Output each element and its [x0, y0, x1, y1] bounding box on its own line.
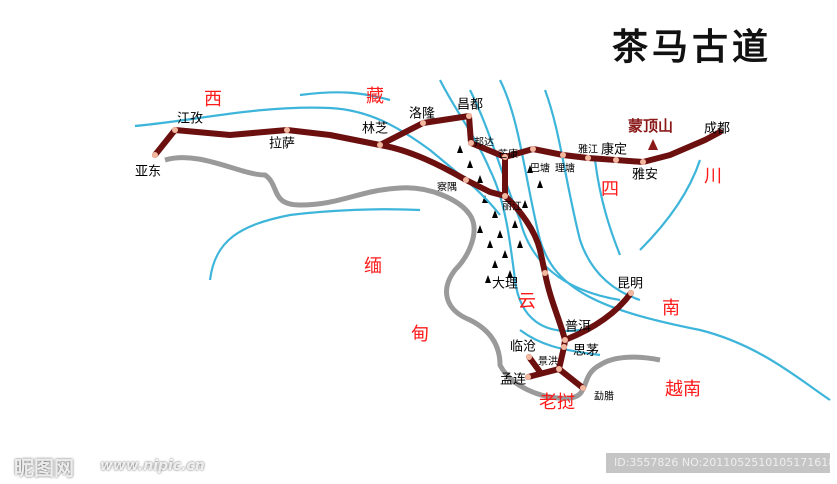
city-label: 康定	[600, 142, 628, 158]
city-label: 景洪	[538, 356, 558, 368]
city-dot	[613, 157, 619, 163]
region-label: 藏	[366, 86, 384, 107]
city-label: 昆明	[616, 276, 644, 292]
city-label: 昌都	[456, 97, 484, 113]
city-dot	[580, 385, 586, 391]
city-dot	[526, 354, 532, 360]
mountain-icon	[527, 165, 533, 173]
river	[469, 89, 621, 302]
city-dot	[468, 140, 474, 146]
city-dot	[172, 127, 178, 133]
watermark-site: www.nipic.cn	[100, 458, 205, 474]
watermark-logo: 昵图网	[14, 456, 74, 480]
mountain-icon	[507, 270, 513, 278]
region-label: 越南	[665, 379, 701, 400]
rivers	[134, 79, 831, 401]
city-dot	[585, 155, 591, 161]
region-label: 四	[601, 179, 619, 200]
region-label: 老挝	[539, 392, 575, 413]
region-label: 云	[518, 291, 536, 312]
city-label: 芒康	[498, 149, 518, 161]
city-label: 勐腊	[594, 391, 614, 403]
city-dot	[628, 290, 634, 296]
city-dot	[525, 374, 531, 380]
river	[208, 208, 421, 281]
river	[519, 329, 601, 357]
river	[499, 79, 831, 401]
mountain-icon	[485, 275, 491, 283]
mountain-icon	[512, 220, 518, 228]
region-label: 甸	[411, 324, 429, 345]
river	[543, 89, 641, 302]
mountain-icon	[457, 145, 463, 153]
city-label: 思茅	[572, 343, 600, 359]
mountain-icon	[477, 225, 483, 233]
city-dot	[561, 344, 567, 350]
river	[593, 159, 622, 256]
city-label: 邦达	[474, 137, 494, 149]
mountain-icon	[517, 240, 523, 248]
city-dot	[466, 113, 472, 119]
region-label: 南	[662, 298, 680, 319]
river	[439, 79, 581, 332]
region-label: 西	[204, 89, 222, 110]
city-dot	[556, 366, 562, 372]
watermark-id: ID:3557826 NO:20110525101051716185	[606, 453, 830, 473]
region-label: 缅	[364, 256, 382, 277]
mountain-icon	[487, 240, 493, 248]
route-tibet	[152, 113, 508, 160]
city-dot	[284, 127, 290, 133]
city-label: 林芝	[361, 121, 389, 137]
city-label: 江孜	[176, 111, 204, 127]
city-dot	[560, 152, 566, 158]
mountain-symbols	[457, 145, 543, 283]
city-dot	[420, 120, 426, 126]
city-dot	[463, 177, 469, 183]
mountain-icon	[522, 200, 528, 208]
city-label: 拉萨	[268, 136, 296, 152]
map-title: 茶马古道	[612, 27, 773, 68]
region-label: 川	[704, 166, 722, 187]
mountain-icon	[467, 160, 473, 168]
border	[164, 155, 661, 401]
city-label: 洛隆	[408, 106, 436, 122]
peak-label: 蒙顶山	[628, 117, 674, 135]
mountain-icon	[492, 210, 498, 218]
city-dot	[502, 154, 508, 160]
mountain-icon	[492, 260, 498, 268]
city-dot	[640, 159, 646, 165]
city-label: 亚东	[134, 164, 162, 180]
mountain-icon	[537, 180, 543, 188]
city-label: 雅江	[578, 144, 598, 156]
city-dot	[377, 142, 383, 148]
city-label: 察隅	[437, 182, 457, 194]
city-dot	[562, 337, 568, 343]
city-dots	[152, 113, 646, 391]
borders	[164, 155, 661, 401]
city-label: 大理	[491, 276, 519, 292]
city-label: 丽江	[502, 201, 522, 213]
city-dot	[152, 152, 158, 158]
city-label: 雅安	[631, 167, 659, 183]
city-label: 临沧	[509, 339, 537, 355]
mountain-icon	[477, 175, 483, 183]
city-label: 孟连	[499, 372, 527, 388]
city-label: 巴塘	[530, 163, 550, 175]
route-sichuan	[377, 129, 723, 199]
city-label: 成都	[703, 121, 731, 137]
mountain-icon	[502, 250, 508, 258]
city-dot	[530, 146, 536, 152]
mountain-icon	[497, 230, 503, 238]
river	[639, 159, 702, 251]
peak-triangle-icon	[648, 139, 658, 150]
city-dot	[502, 193, 508, 199]
city-dot	[542, 270, 548, 276]
city-label: 普洱	[564, 319, 592, 335]
city-label: 理塘	[555, 163, 575, 175]
river	[299, 91, 391, 102]
